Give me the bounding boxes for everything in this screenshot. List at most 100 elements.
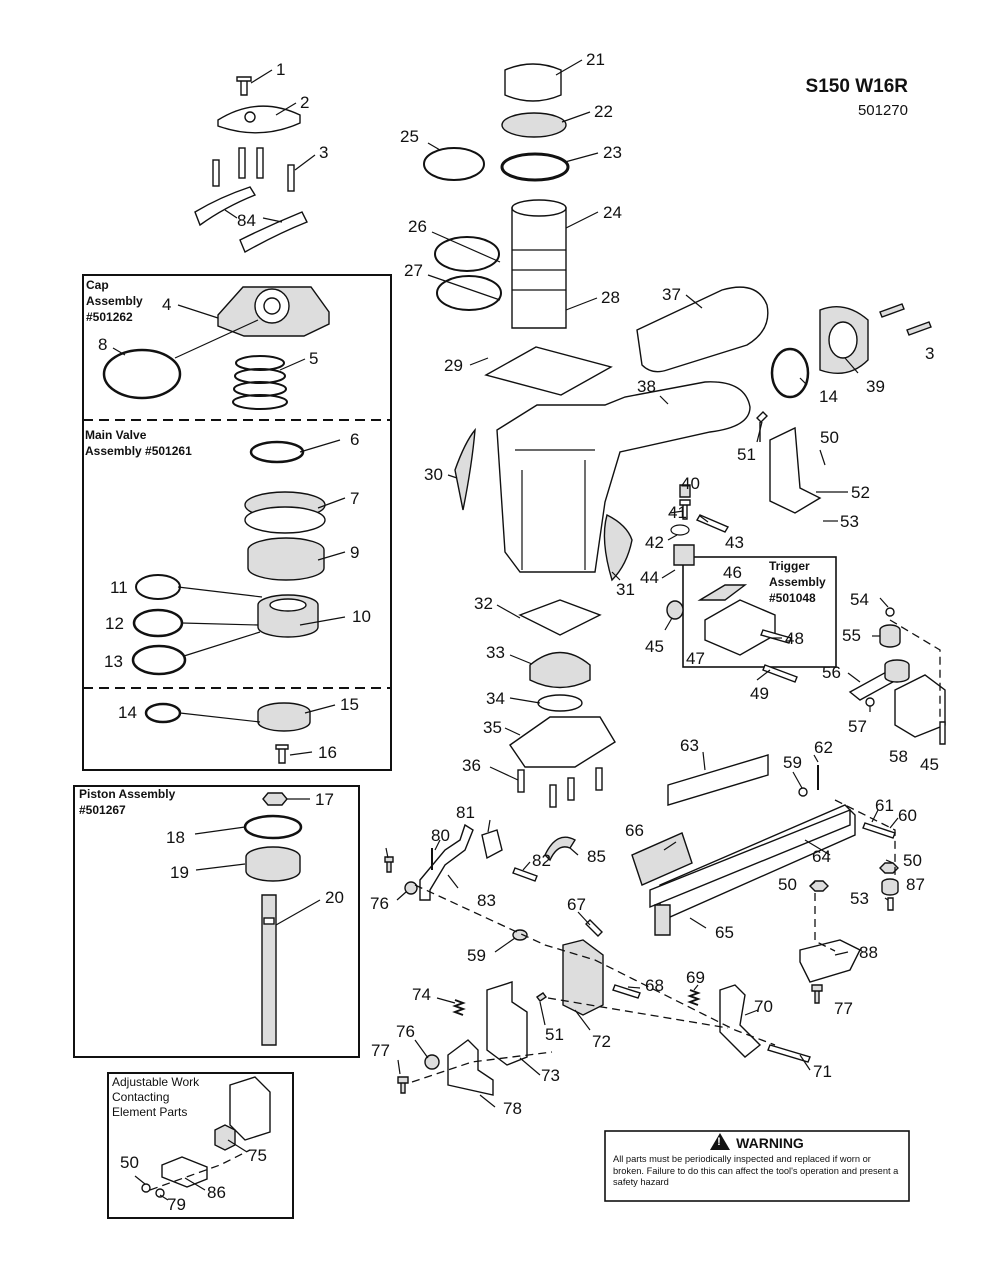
callout: 88	[859, 943, 878, 962]
trigger-assembly-label: Trigger Assembly #501048	[769, 559, 826, 605]
model-title: S150 W16R	[805, 76, 908, 97]
callout-labels: 1 2 3 84 4 8 5 6 7 9 11 12 10 13 14 15 1…	[98, 50, 939, 1214]
callout: 48	[785, 629, 804, 648]
callout: 6	[350, 430, 359, 449]
warning-title: WARNING	[736, 1135, 804, 1151]
callout: 34	[486, 689, 505, 708]
callout: 53	[850, 889, 869, 908]
callout: 14	[819, 387, 838, 406]
callout: 59	[467, 946, 486, 965]
warning-box	[604, 1130, 910, 1202]
callout: 72	[592, 1032, 611, 1051]
callout: 62	[814, 738, 833, 757]
callout: 45	[645, 637, 664, 656]
callout: 46	[723, 563, 742, 582]
callout: 70	[754, 997, 773, 1016]
callout: 76	[370, 894, 389, 913]
callout: 43	[725, 533, 744, 552]
main-valve-assembly-label: Main Valve Assembly #501261	[85, 428, 192, 458]
callout: 22	[594, 102, 613, 121]
callout: 58	[889, 747, 908, 766]
callout: 16	[318, 743, 337, 762]
callout: 51	[737, 445, 756, 464]
callout: 39	[866, 377, 885, 396]
callout: 65	[715, 923, 734, 942]
adjustable-parts-label: Adjustable Work Contacting Element Parts	[112, 1075, 200, 1119]
callout: 67	[567, 895, 586, 914]
callout: 3	[925, 344, 934, 363]
callout: 32	[474, 594, 493, 613]
callout: 47	[686, 649, 705, 668]
callout: 41	[668, 503, 687, 522]
assembly-dashed-lines	[149, 619, 941, 1191]
callout: 42	[645, 533, 664, 552]
callout: 12	[105, 614, 124, 633]
callout: 31	[616, 580, 635, 599]
callout: 57	[848, 717, 867, 736]
callout: 13	[104, 652, 123, 671]
callout: 76	[396, 1022, 415, 1041]
callout: 83	[477, 891, 496, 910]
callout: 63	[680, 736, 699, 755]
callout: 55	[842, 626, 861, 645]
callout: 68	[645, 976, 664, 995]
callout: 36	[462, 756, 481, 775]
callout: 75	[248, 1146, 267, 1165]
callout: 66	[625, 821, 644, 840]
callout: 77	[371, 1041, 390, 1060]
callout: 20	[325, 888, 344, 907]
callout: 11	[110, 578, 128, 597]
callout: 23	[603, 143, 622, 162]
callout: 50	[903, 851, 922, 870]
callout: 3	[319, 143, 328, 162]
callout: 51	[545, 1025, 564, 1044]
callout: 4	[162, 295, 171, 314]
callout: 28	[601, 288, 620, 307]
callout: 8	[98, 335, 107, 354]
callout: 21	[586, 50, 605, 69]
callout: 53	[840, 512, 859, 531]
callout: 10	[352, 607, 371, 626]
piston-assembly-label: Piston Assembly #501267	[79, 787, 176, 817]
callout: 80	[431, 826, 450, 845]
callout: 86	[207, 1183, 226, 1202]
callout: 85	[587, 847, 606, 866]
callout: 45	[920, 755, 939, 774]
callout: 33	[486, 643, 505, 662]
callout: 7	[350, 489, 359, 508]
callout: 18	[166, 828, 185, 847]
callout: 84	[237, 211, 256, 230]
callout: 17	[315, 790, 334, 809]
cap-assembly-label: Cap Assembly #501262	[86, 278, 143, 324]
callout: 69	[686, 968, 705, 987]
warning-icon: !	[710, 1133, 731, 1150]
callout: 50	[820, 428, 839, 447]
callout: 44	[640, 568, 659, 587]
callout: 64	[812, 847, 831, 866]
callout: 40	[681, 474, 700, 493]
callout: 37	[662, 285, 681, 304]
callout: 5	[309, 349, 318, 368]
callout: 61	[875, 796, 894, 815]
drawing-number: 501270	[857, 102, 908, 119]
callout: 81	[456, 803, 475, 822]
leader-lines	[112, 59, 899, 1201]
part-drawings	[102, 63, 946, 1198]
callout: 1	[276, 60, 285, 79]
warning-heading: ! WARNING	[606, 1133, 908, 1151]
callout: 9	[350, 543, 359, 562]
callout: 2	[300, 93, 309, 112]
callout: 82	[532, 851, 551, 870]
callout: 19	[170, 863, 189, 882]
callout: 73	[541, 1066, 560, 1085]
callout: 26	[408, 217, 427, 236]
callout: 14	[118, 703, 137, 722]
callout: 50	[778, 875, 797, 894]
callout: 35	[483, 718, 502, 737]
callout: 78	[503, 1099, 522, 1118]
adjustable-parts-box	[107, 1072, 294, 1219]
callout: 87	[906, 875, 925, 894]
cap-and-valve-box	[82, 274, 392, 771]
callout: 59	[783, 753, 802, 772]
